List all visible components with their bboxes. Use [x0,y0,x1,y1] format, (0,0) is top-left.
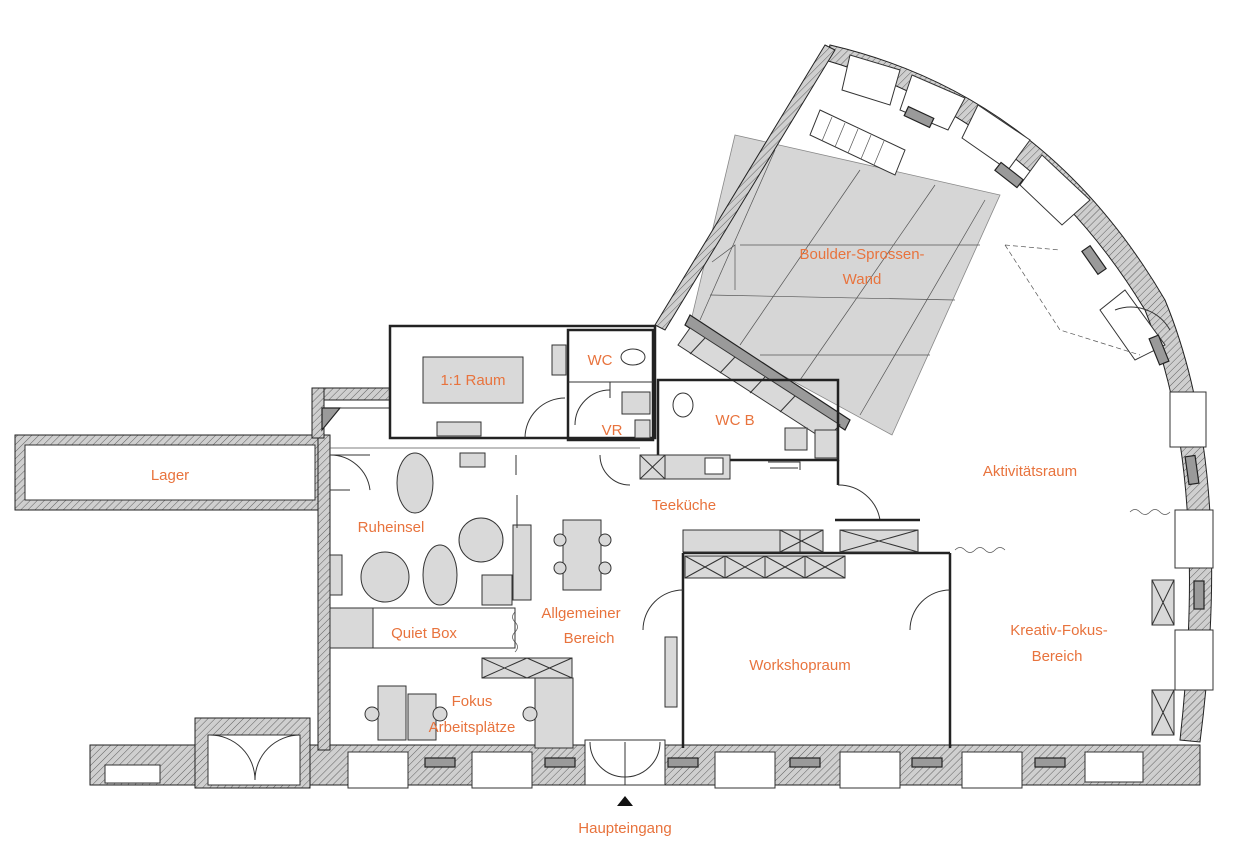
curtain [1129,509,1171,515]
curtain [954,547,1006,553]
cabinet-row-lower [684,555,846,579]
triangle-up-icon [617,796,633,806]
label-vr: VR [602,422,623,439]
quiet-box [329,607,516,649]
label-kreativ-2: Bereich [1032,648,1083,665]
ruheinsel-furniture [329,452,612,606]
label-workshopraum: Workshopraum [749,657,850,674]
label-fokus-2: Arbeitsplätze [429,719,516,736]
focus-desks [364,636,678,749]
label-fokus-1: Fokus [452,693,493,710]
tea-kitchen-counter [599,454,731,486]
label-aktivitaetsraum: Aktivitätsraum [983,463,1077,480]
label-boulder-1: Boulder-Sprossen- [799,246,924,263]
inner-walls [642,460,952,748]
label-lager: Lager [151,467,189,484]
label-quiet-box: Quiet Box [391,625,457,642]
bottom-facade [89,717,1201,789]
label-raum-1-1: 1:1 Raum [440,372,505,389]
label-ruheinsel: Ruheinsel [358,519,425,536]
label-haupteingang: Haupteingang [578,820,671,837]
wc-vr-block [566,328,655,442]
label-teekueche: Teeküche [652,497,716,514]
label-wc-b: WC B [715,412,754,429]
lager-room [14,434,326,511]
diagonal-wall [654,44,836,331]
ladder [809,109,906,176]
label-wc: WC [588,352,613,369]
label-boulder-2: Wand [843,271,882,288]
label-allgemein-1: Allgemeiner [541,605,620,622]
wc-b-block [656,378,840,470]
diagonal-wall-inner [684,314,851,431]
storage-x-box [1151,579,1175,736]
corner-shaft [321,407,342,432]
curved-facade [824,44,1214,743]
boulder-wall [689,109,1001,436]
label-allgemein-2: Bereich [564,630,615,647]
cabinet-row-upper [682,529,919,553]
left-wall [317,434,331,751]
raum-1-1 [388,324,657,440]
label-kreativ-1: Kreativ-Fokus- [1010,622,1108,639]
